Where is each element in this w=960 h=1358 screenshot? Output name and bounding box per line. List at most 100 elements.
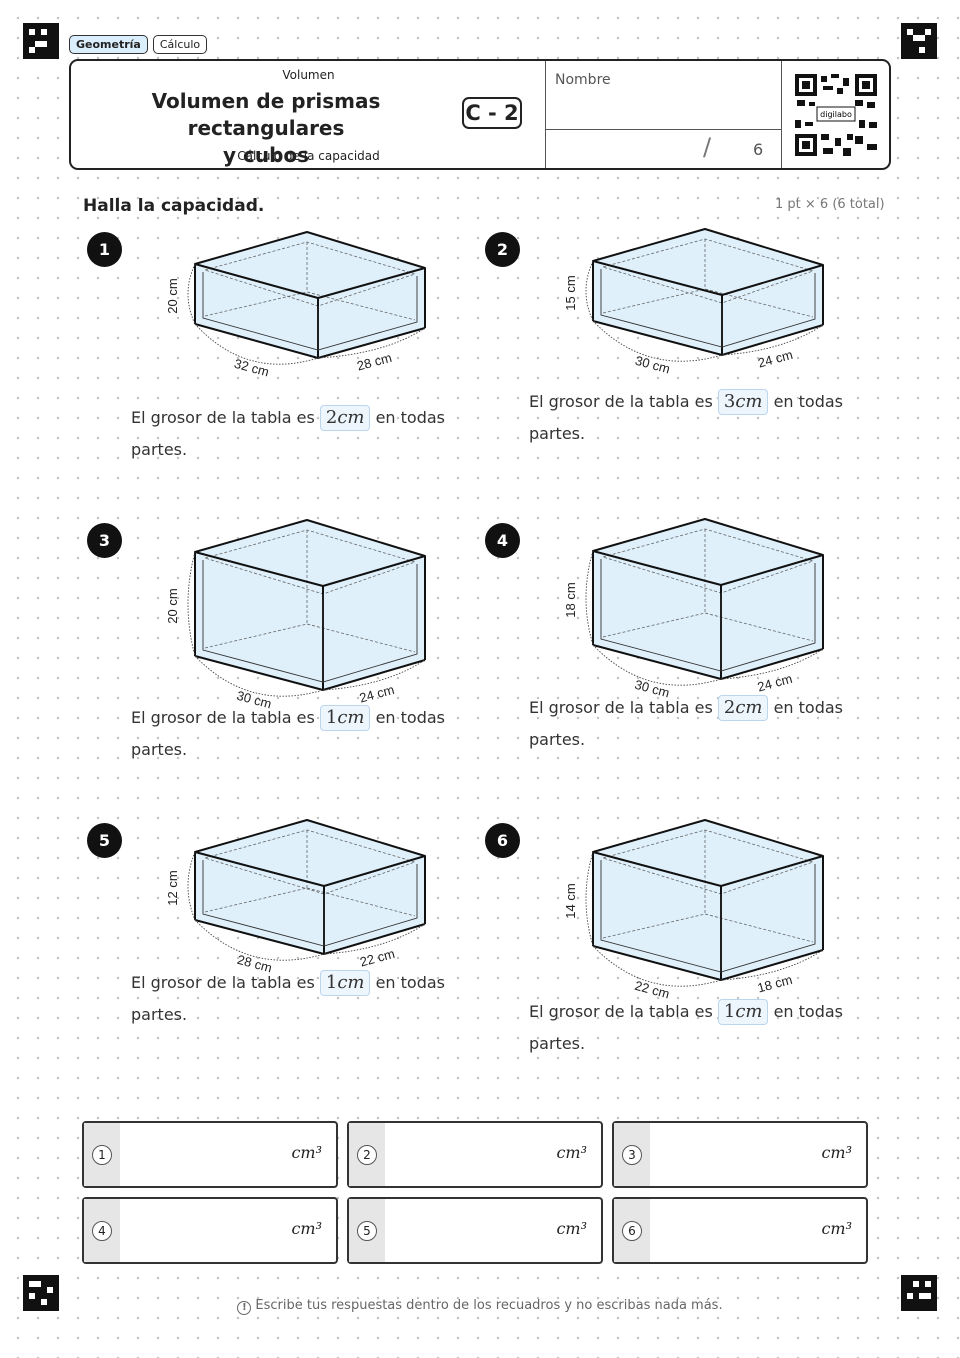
thickness-value: 1cm <box>319 970 371 996</box>
answer-number: 1 <box>92 1145 112 1165</box>
answer-unit: cm³ <box>556 1143 587 1162</box>
info-icon: ! <box>237 1301 252 1315</box>
inner-rim <box>204 241 417 307</box>
depth-label: 22 cm <box>358 946 396 970</box>
inner-rim <box>602 238 815 304</box>
header-title-area: Volumen Volumen de prismas rectangulares… <box>71 61 546 168</box>
text-before: El grosor de la tabla es <box>131 973 315 992</box>
height-label: 20 cm <box>165 588 180 623</box>
thickness-number: 2 <box>325 407 338 428</box>
inner-rim <box>602 829 815 895</box>
text-after: en todas <box>773 1002 844 1021</box>
thickness-unit: cm <box>337 407 365 428</box>
text-end: partes. <box>131 1005 188 1024</box>
box-fill <box>195 520 425 690</box>
thickness-value: 2cm <box>717 695 769 721</box>
box-fill <box>593 519 823 679</box>
height-arc <box>585 851 594 947</box>
height-label: 12 cm <box>165 870 180 905</box>
points-info: 1 pt × 6 (6 total) <box>775 197 885 212</box>
answer-number: 2 <box>357 1145 377 1165</box>
text-end: partes. <box>131 740 188 759</box>
problem-number-6: 6 <box>485 823 520 858</box>
header-subtitle: Cálculo de la capacidad <box>237 149 380 163</box>
depth-label: 24 cm <box>756 671 794 695</box>
height-arc <box>187 263 196 325</box>
text-after: en todas <box>773 392 844 411</box>
height-label: 14 cm <box>563 883 578 918</box>
header-subject: Volumen <box>282 68 335 82</box>
title-line-1: Volumen de prismas rectangulares <box>151 89 381 140</box>
footer-text: Escribe tus respuestas dentro de los rec… <box>255 1298 723 1313</box>
title-line-2: y cubos <box>222 143 310 167</box>
depth-arc <box>323 923 426 955</box>
depth-arc <box>720 648 824 680</box>
thickness-value: 1cm <box>319 705 371 731</box>
text-after: en todas <box>773 698 844 717</box>
answer-box-3[interactable]: 3 cm³ <box>612 1121 868 1188</box>
qr-code-icon: digilabo <box>795 74 877 156</box>
height-arc <box>585 550 594 646</box>
depth-arc <box>720 949 824 981</box>
answer-unit: cm³ <box>821 1219 852 1238</box>
depth-arc <box>317 327 426 359</box>
height-label: 20 cm <box>165 278 180 313</box>
width-arc <box>592 644 722 686</box>
thickness-unit: cm <box>735 697 763 718</box>
text-before: El grosor de la tabla es <box>131 408 315 427</box>
text-before: El grosor de la tabla es <box>529 698 713 717</box>
problem-number-3: 3 <box>87 523 122 558</box>
thickness-unit: cm <box>337 707 365 728</box>
answer-number: 4 <box>92 1221 112 1241</box>
width-arc <box>592 945 722 987</box>
width-arc <box>194 323 319 365</box>
problem-number-2: 2 <box>485 232 520 267</box>
thickness-value: 2cm <box>319 405 371 431</box>
worksheet-header: Volumen Volumen de prismas rectangulares… <box>69 59 891 170</box>
problem-text-1: El grosor de la tabla es 2cm en todas par… <box>131 402 451 466</box>
thickness-unit: cm <box>735 391 763 412</box>
thickness-number: 2 <box>723 697 736 718</box>
answer-number: 3 <box>622 1145 642 1165</box>
depth-label: 24 cm <box>756 347 794 371</box>
tag-geometry: Geometría <box>69 35 148 54</box>
thickness-unit: cm <box>337 972 365 993</box>
score-total: 6 <box>753 140 764 159</box>
thickness-number: 3 <box>723 391 736 412</box>
text-end: partes. <box>131 440 188 459</box>
thickness-number: 1 <box>325 707 338 728</box>
text-after: en todas <box>375 973 446 992</box>
answer-unit: cm³ <box>821 1143 852 1162</box>
tag-calculation: Cálculo <box>152 35 208 54</box>
worksheet-code: C - 2 <box>462 97 522 129</box>
inner-rim <box>204 529 417 595</box>
width-label: 30 cm <box>634 353 672 377</box>
text-before: El grosor de la tabla es <box>529 1002 713 1021</box>
score-slash: / <box>703 133 712 161</box>
problem-number-4: 4 <box>485 523 520 558</box>
problem-text-5: El grosor de la tabla es 1cm en todas par… <box>131 967 451 1031</box>
corner-marker-bottom-left <box>23 1275 59 1311</box>
thickness-number: 1 <box>325 972 338 993</box>
text-end: partes. <box>529 1034 586 1053</box>
answer-unit: cm³ <box>556 1219 587 1238</box>
problem-number-1: 1 <box>87 232 122 267</box>
text-before: El grosor de la tabla es <box>131 708 315 727</box>
inner-rim <box>204 829 417 895</box>
text-after: en todas <box>375 408 446 427</box>
thickness-value: 3cm <box>717 389 769 415</box>
answer-box-2[interactable]: 2 cm³ <box>347 1121 603 1188</box>
inner-rim <box>602 528 815 594</box>
depth-label: 18 cm <box>756 972 794 996</box>
